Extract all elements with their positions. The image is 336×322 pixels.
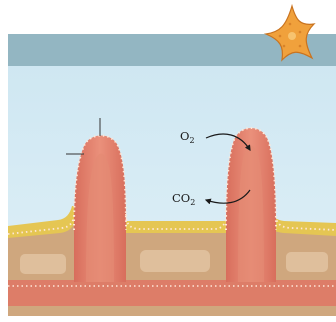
body-wall-patch xyxy=(286,252,328,272)
bottom-tissue-layer xyxy=(8,280,336,306)
body-wall-patch xyxy=(140,250,210,272)
papula-right-inner xyxy=(238,146,264,283)
body-wall-patch xyxy=(20,254,66,274)
